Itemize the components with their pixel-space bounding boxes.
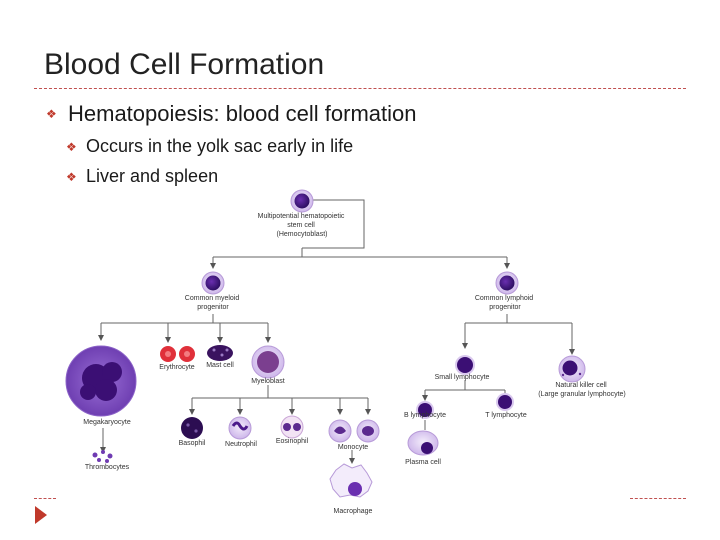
myeloid-label-line: progenitor — [197, 304, 229, 311]
slide-title: Blood Cell Formation — [44, 48, 325, 81]
nk-label-line: (Large granular lymphocyte) — [538, 391, 626, 398]
megakaryocyte-cell — [65, 345, 137, 417]
bullet-icon: ❖ — [66, 169, 77, 184]
stem-cell-label-line: stem cell — [287, 222, 315, 229]
stem-cell-label: Multipotential hematopoietic stem cell (… — [258, 213, 347, 238]
monocyte-label: Monocyte — [338, 444, 368, 451]
bullet-text: Liver and spleen — [86, 166, 219, 186]
t-lymphocyte-cell — [496, 393, 514, 411]
neutrophil-cell — [228, 416, 252, 440]
mast-cell-label: Mast cell — [206, 362, 234, 369]
mast-cell — [207, 345, 233, 361]
myeloid-progenitor-label: Common myeloid progenitor — [185, 295, 241, 311]
eosinophil-cell — [280, 415, 304, 439]
plasma-cell-label: Plasma cell — [405, 459, 441, 466]
basophil-label: Basophil — [179, 440, 206, 447]
stem-cell — [290, 189, 314, 213]
small-lymphocyte-label: Small lymphocyte — [435, 374, 490, 381]
t-lymphocyte-label: T lymphocyte — [485, 412, 527, 419]
monocyte-cells — [328, 419, 380, 443]
lymphoid-progenitor-label: Common lymphoid progenitor — [475, 295, 535, 311]
bullet-text: Occurs in the yolk sac early in life — [86, 136, 354, 156]
bullet-icon: ❖ — [66, 139, 77, 154]
lymphoid-label-line: progenitor — [489, 304, 521, 311]
b-lymphocyte-label: B lymphocyte — [404, 412, 446, 419]
plasma-cell — [407, 430, 439, 456]
bullet-level1: ❖ Hematopoiesis: blood cell formation — [46, 101, 417, 127]
megakaryocyte-label: Megakaryocyte — [83, 419, 131, 426]
small-lymphocyte-cell — [455, 355, 475, 375]
erythrocyte-label: Erythrocyte — [159, 364, 195, 371]
natural-killer-cell — [558, 355, 586, 383]
b-lymphocyte-cell — [416, 401, 434, 419]
nk-cell-label: Natural killer cell (Large granular lymp… — [538, 382, 626, 398]
bullet-text: Hematopoiesis: blood cell formation — [68, 101, 417, 126]
basophil-cell — [181, 417, 203, 439]
lymphoid-progenitor-cell — [495, 271, 519, 295]
title-divider — [34, 88, 686, 89]
lymphoid-label-line: Common lymphoid — [475, 295, 533, 302]
thrombocytes-label: Thrombocytes — [85, 464, 130, 471]
stem-cell-label-line: (Hemocytoblast) — [277, 231, 328, 238]
footer-divider-right — [630, 498, 686, 499]
neutrophil-label: Neutrophil — [225, 441, 257, 448]
bullet-icon: ❖ — [46, 107, 57, 121]
bullet-level2: ❖ Liver and spleen — [66, 166, 218, 187]
nk-label-line: Natural killer cell — [555, 382, 607, 389]
myeloblast-cell — [251, 345, 285, 379]
myeloid-label-line: Common myeloid — [185, 295, 240, 302]
eosinophil-label: Eosinophil — [276, 438, 309, 445]
myeloid-progenitor-cell — [201, 271, 225, 295]
stem-cell-label-line: Multipotential hematopoietic — [258, 213, 345, 220]
footer-divider-left — [34, 498, 56, 499]
thrombocytes-cluster — [92, 450, 113, 463]
myeloblast-label: Myeloblast — [251, 378, 285, 385]
bullet-level2: ❖ Occurs in the yolk sac early in life — [66, 136, 353, 157]
next-slide-arrow-icon[interactable] — [35, 506, 47, 524]
connector-lines — [98, 199, 575, 464]
macrophage-cell — [329, 463, 373, 498]
macrophage-label: Macrophage — [334, 508, 373, 515]
erythrocyte-cells — [160, 346, 195, 362]
